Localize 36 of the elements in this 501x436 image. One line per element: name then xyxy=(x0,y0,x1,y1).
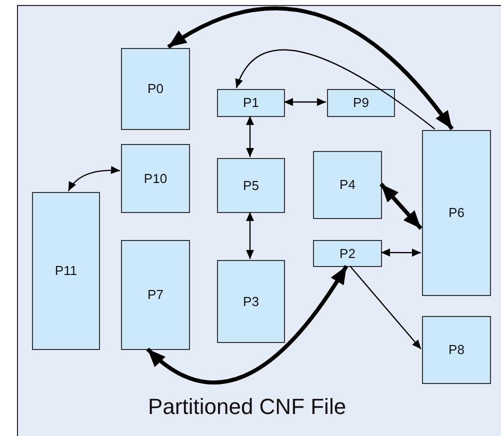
arrow xyxy=(246,116,254,157)
arrow xyxy=(236,49,436,130)
arrow xyxy=(146,264,348,384)
partition-box xyxy=(32,192,100,350)
partition-label: P6 xyxy=(448,204,464,222)
partition-label: P1 xyxy=(243,94,259,112)
diagram-panel xyxy=(17,5,501,436)
partition-box xyxy=(327,89,395,117)
panel-label: Partitioned CNF File xyxy=(148,396,346,418)
partition-label: P11 xyxy=(54,262,78,280)
partition-label: P7 xyxy=(148,286,164,304)
arrow xyxy=(246,212,254,259)
partition-box xyxy=(217,260,285,343)
partition-label: P8 xyxy=(448,341,464,360)
arrow xyxy=(380,182,422,230)
partition-box xyxy=(217,158,285,213)
partition-label: P9 xyxy=(353,94,369,112)
partition-box xyxy=(121,144,190,213)
partition-label: P3 xyxy=(243,292,259,311)
partition-label: P2 xyxy=(340,244,356,263)
partition-label: P10 xyxy=(144,170,168,188)
partition-label: P4 xyxy=(340,176,356,194)
partition-box xyxy=(422,316,491,384)
arrow xyxy=(167,6,454,130)
partition-box xyxy=(313,240,382,267)
partition-box xyxy=(217,89,285,117)
partition-box xyxy=(121,48,190,130)
arrow xyxy=(381,248,421,257)
partition-box xyxy=(313,151,382,219)
partition-label: P5 xyxy=(243,176,259,195)
partition-box xyxy=(121,240,190,350)
arrow xyxy=(68,166,120,192)
arrow xyxy=(350,266,422,350)
partition-label: P0 xyxy=(148,80,164,98)
arrow xyxy=(284,98,326,106)
partition-box xyxy=(422,130,491,296)
